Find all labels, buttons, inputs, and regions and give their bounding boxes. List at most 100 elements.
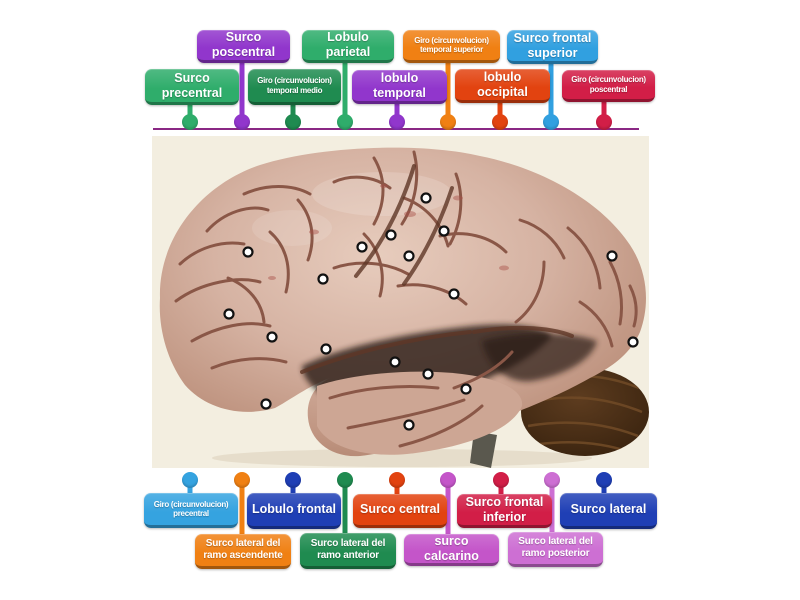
- chip-label: lobulo occipital: [477, 69, 528, 99]
- pin-dot: [440, 472, 456, 488]
- target-dot[interactable]: [403, 250, 415, 262]
- chip-surco-poscentral[interactable]: Surco poscentral: [197, 30, 290, 63]
- chip-lobulo-occipital[interactable]: lobulo occipital: [455, 69, 550, 103]
- target-dot[interactable]: [260, 398, 272, 410]
- pin-surco-lateral-ramo-anterior: [337, 472, 353, 533]
- chip-surco-lateral-ramo-ascendente[interactable]: Surco lateral del ramo ascendente: [195, 534, 291, 569]
- pin-lobulo-frontal: [285, 472, 301, 493]
- pin-giro-temporal-medio: [285, 105, 301, 130]
- pin-stem: [290, 105, 296, 122]
- chip-label: Surco frontal inferior: [465, 494, 544, 524]
- chip-surco-lateral[interactable]: Surco lateral: [560, 493, 657, 529]
- target-dot[interactable]: [448, 288, 460, 300]
- pin-stem: [342, 480, 348, 533]
- pin-dot: [440, 114, 456, 130]
- chip-label: Surco lateral del ramo posterior: [518, 536, 593, 559]
- target-dot[interactable]: [385, 229, 397, 241]
- target-dot[interactable]: [389, 356, 401, 368]
- chip-giro-precentral[interactable]: Giro (circunvolucion) precentral: [144, 493, 238, 528]
- pin-dot: [285, 114, 301, 130]
- pin-stem: [394, 104, 400, 122]
- pin-giro-precentral: [182, 472, 198, 493]
- target-dot[interactable]: [223, 308, 235, 320]
- pin-stem: [445, 480, 451, 534]
- chip-label: Surco central: [360, 502, 440, 517]
- chip-lobulo-parietal[interactable]: Lobulo parietal: [302, 30, 394, 63]
- pin-stem: [239, 62, 245, 122]
- pin-dot: [182, 472, 198, 488]
- pin-lobulo-temporal: [389, 104, 405, 130]
- pin-dot: [596, 472, 612, 488]
- target-dot[interactable]: [422, 368, 434, 380]
- chip-label: Lobulo parietal: [325, 30, 371, 59]
- pin-dot: [389, 472, 405, 488]
- target-dot[interactable]: [438, 225, 450, 237]
- pin-stem: [342, 62, 348, 122]
- pin-stem: [187, 105, 193, 122]
- chip-label: Surco precentral: [161, 70, 223, 100]
- target-dot[interactable]: [320, 343, 332, 355]
- chip-surco-frontal-inferior[interactable]: Surco frontal inferior: [457, 494, 552, 528]
- target-dot[interactable]: [627, 336, 639, 348]
- brain-photo: [152, 136, 649, 468]
- pin-lobulo-parietal: [337, 62, 353, 130]
- target-dot[interactable]: [317, 273, 329, 285]
- chip-label: Lobulo frontal: [251, 502, 336, 517]
- pin-dot: [596, 114, 612, 130]
- pin-dot: [337, 114, 353, 130]
- chip-surco-lateral-ramo-posterior[interactable]: Surco lateral del ramo posterior: [508, 532, 603, 567]
- chip-surco-calcarino[interactable]: surco calcarino: [404, 534, 499, 566]
- chip-surco-precentral[interactable]: Surco precentral: [145, 69, 239, 105]
- chip-surco-lateral-ramo-anterior[interactable]: Surco lateral del ramo anterior: [300, 533, 396, 569]
- chip-label: surco calcarino: [424, 533, 479, 563]
- chip-giro-temporal-superior[interactable]: Giro (circunvolucion) temporal superior: [403, 30, 500, 63]
- pin-giro-poscentral: [596, 102, 612, 130]
- target-dot[interactable]: [460, 383, 472, 395]
- chip-surco-frontal-superior[interactable]: Surco frontal superior: [507, 30, 598, 64]
- pin-surco-calcarino: [440, 472, 456, 534]
- chip-label: Surco lateral del ramo anterior: [310, 537, 386, 561]
- chip-label: Surco poscentral: [211, 30, 276, 59]
- target-dot[interactable]: [356, 241, 368, 253]
- pin-surco-lateral-ramo-ascendente: [234, 472, 250, 534]
- target-dot[interactable]: [420, 192, 432, 204]
- pin-dot: [544, 472, 560, 488]
- target-dots-layer: [223, 192, 639, 431]
- pin-surco-poscentral: [234, 62, 250, 130]
- pin-stem: [497, 103, 503, 122]
- pin-dot: [389, 114, 405, 130]
- pin-surco-lateral: [596, 472, 612, 493]
- pin-stem: [549, 480, 555, 532]
- pin-dot: [492, 114, 508, 130]
- target-dot[interactable]: [266, 331, 278, 343]
- chip-label: Surco lateral: [570, 502, 647, 517]
- pin-stem: [601, 102, 607, 122]
- pin-dot: [543, 114, 559, 130]
- pin-surco-frontal-inferior: [493, 472, 509, 494]
- target-dot[interactable]: [242, 246, 254, 258]
- pin-dot: [234, 472, 250, 488]
- pin-surco-frontal-superior: [543, 64, 559, 130]
- chip-label: Giro (circunvolucion) temporal superior: [414, 35, 489, 54]
- target-dot[interactable]: [606, 250, 618, 262]
- chip-label: Surco frontal superior: [513, 30, 592, 60]
- pin-surco-precentral: [182, 105, 198, 130]
- target-dot[interactable]: [403, 419, 415, 431]
- pin-stem: [239, 480, 245, 534]
- pin-dot: [285, 472, 301, 488]
- chip-lobulo-temporal[interactable]: lobulo temporal: [352, 70, 447, 104]
- chip-label: Surco lateral del ramo ascendente: [203, 538, 283, 561]
- pin-dot: [234, 114, 250, 130]
- pin-giro-temporal-superior: [440, 62, 456, 130]
- pin-dot: [182, 114, 198, 130]
- chip-giro-temporal-medio[interactable]: Giro (circunvolucion) temporal medio: [248, 69, 341, 105]
- chip-lobulo-frontal[interactable]: Lobulo frontal: [247, 493, 341, 529]
- chip-giro-poscentral[interactable]: Giro (circunvolucion) poscentral: [562, 70, 655, 102]
- chip-surco-central[interactable]: Surco central: [353, 494, 447, 528]
- pin-dot: [337, 472, 353, 488]
- chip-label: Giro (circunvolucion) precentral: [153, 499, 229, 518]
- chip-label: lobulo temporal: [373, 70, 426, 100]
- pin-stem: [445, 62, 451, 122]
- pin-dot: [493, 472, 509, 488]
